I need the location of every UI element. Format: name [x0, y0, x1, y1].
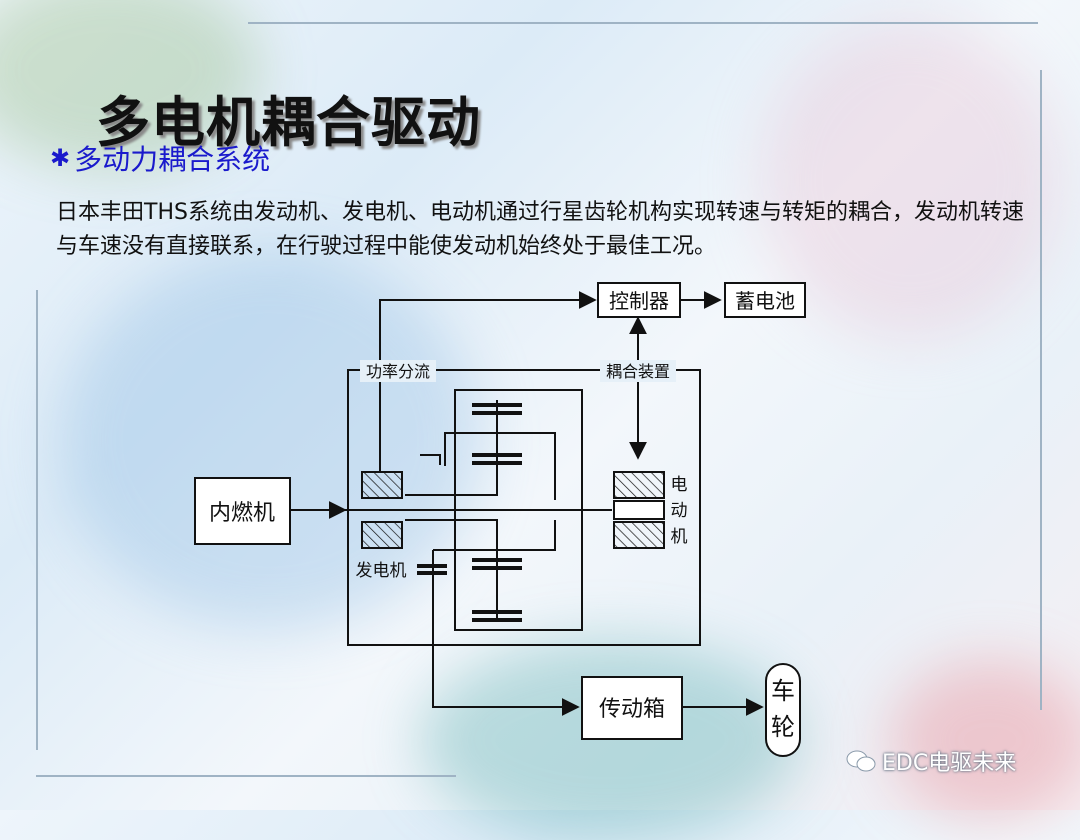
wechat-icon: [846, 750, 876, 772]
watermark-text: EDC电驱未来: [882, 751, 1017, 776]
battery-box: [724, 282, 806, 318]
motor-stator-upper: [613, 471, 665, 499]
carrier-upper-stub: [420, 454, 441, 465]
engine-label: 内燃机: [209, 501, 275, 526]
carrier-upper-link: [405, 400, 498, 496]
subtitle-row: ✱ 多动力耦合系统: [50, 138, 270, 178]
motor-stator-lower: [613, 521, 665, 549]
asterisk-bullet-icon: ✱: [50, 144, 71, 172]
motor-label-char-1: 电: [671, 475, 688, 495]
power-split-label-bg: [360, 360, 436, 382]
frame-bottom-line: [36, 775, 456, 777]
generator-label: 发电机: [356, 561, 407, 581]
control-line-left: [379, 291, 597, 472]
frame-top-line: [248, 22, 1038, 24]
power-split-label: 功率分流: [366, 362, 430, 381]
controller-box: [597, 282, 681, 318]
coupling-device-label: 耦合装置: [606, 362, 670, 381]
sun-lower-link: [433, 520, 556, 551]
frame-right-line: [1040, 70, 1042, 710]
wheel-box: [765, 663, 801, 757]
description-paragraph: 日本丰田THS系统由发动机、发电机、电动机通过行星齿轮机构实现转速与转矩的耦合，…: [56, 200, 1024, 259]
controller-label: 控制器: [609, 289, 669, 313]
motor-rotor: [613, 500, 665, 520]
battery-label: 蓄电池: [735, 289, 795, 313]
coupling-label-bg: [600, 360, 676, 382]
output-shaft: [432, 575, 580, 716]
watermark: EDC电驱未来: [846, 745, 1016, 777]
sun-upper-link: [444, 432, 556, 500]
motor-label-char-3: 机: [671, 527, 688, 547]
transmission-box: [581, 676, 683, 740]
subtitle-text: 多动力耦合系统: [74, 143, 271, 176]
ths-diagram: 控制器 蓄电池 功率分流 耦合装置 内燃机 发电机 电 动 机 传动箱 车 轮: [194, 282, 806, 757]
coupling-enclosure: [347, 369, 701, 646]
carrier-lower-link: [405, 519, 498, 620]
wheel-label-char-2: 轮: [771, 713, 795, 741]
engine-box: [194, 477, 291, 545]
generator-stator-upper: [361, 471, 403, 499]
transmission-label: 传动箱: [599, 697, 665, 722]
motor-label-char-2: 动: [671, 501, 688, 521]
frame-left-line: [36, 290, 38, 750]
generator-stator-lower: [361, 521, 403, 549]
slide-title: 多电机耦合驱动: [96, 91, 481, 154]
wheel-label-char-1: 车: [771, 677, 795, 705]
